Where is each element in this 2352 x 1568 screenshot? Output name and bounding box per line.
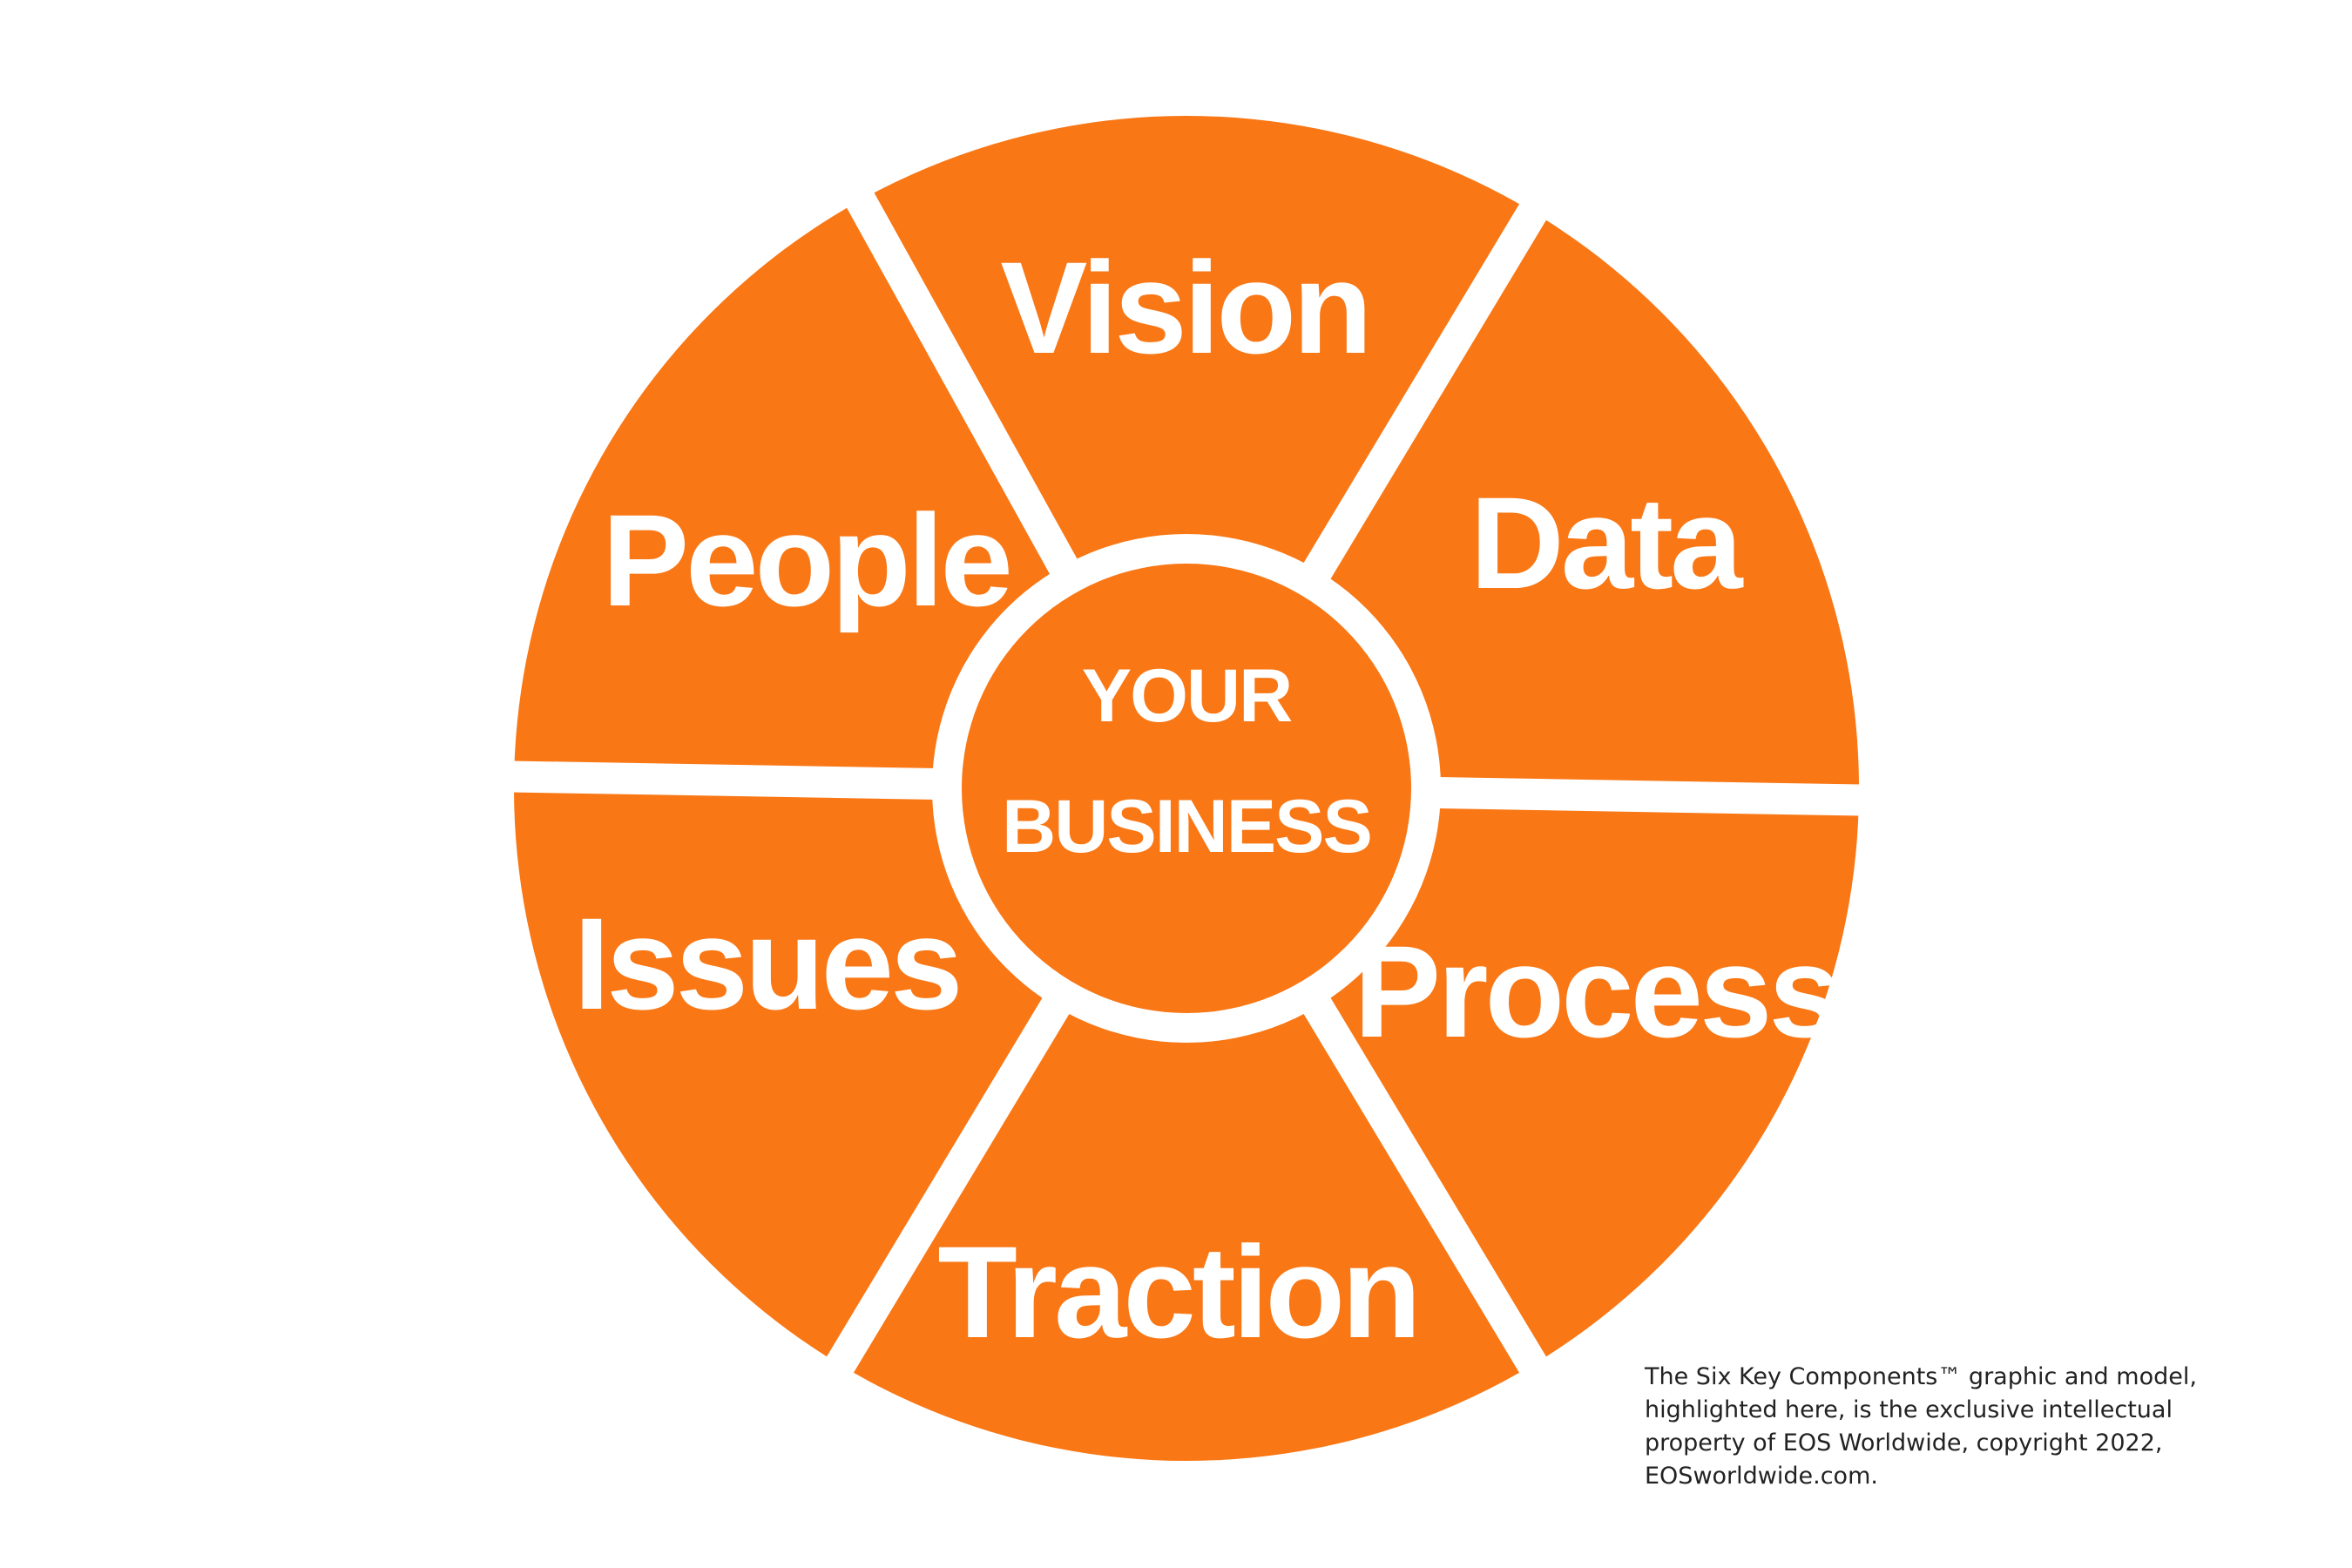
- hub-label-your: YOUR: [1082, 654, 1292, 738]
- caption-line: EOSworldwide.com.: [1645, 1463, 1878, 1490]
- segment-divider: [818, 982, 1079, 1387]
- caption-line: property of EOS Worldwide, copyright 202…: [1645, 1429, 2163, 1456]
- segment-label-process: Process: [1354, 918, 1838, 1064]
- caption-line: The Six Key Components™ graphic and mode…: [1645, 1363, 2197, 1390]
- segment-dividers: [497, 179, 1876, 1387]
- hub-label-business: BUSINESS: [1002, 785, 1371, 868]
- segment-divider: [497, 760, 952, 801]
- segment-label-traction: Traction: [937, 1219, 1417, 1365]
- copyright-caption: The Six Key Components™ graphic and mode…: [1645, 1361, 2272, 1493]
- segment-divider: [839, 179, 1086, 591]
- segment-divider: [1421, 776, 1876, 816]
- segment-label-people: People: [602, 487, 1010, 633]
- hub-circle: [962, 564, 1411, 1013]
- segment-divider: [1294, 190, 1555, 595]
- caption-line: highlighted here, is the exclusive intel…: [1645, 1396, 2173, 1423]
- segment-divider: [1294, 982, 1555, 1387]
- segment-label-vision: Vision: [1000, 234, 1369, 381]
- segment-label-issues: Issues: [574, 890, 960, 1037]
- segment-label-data: Data: [1470, 470, 1744, 616]
